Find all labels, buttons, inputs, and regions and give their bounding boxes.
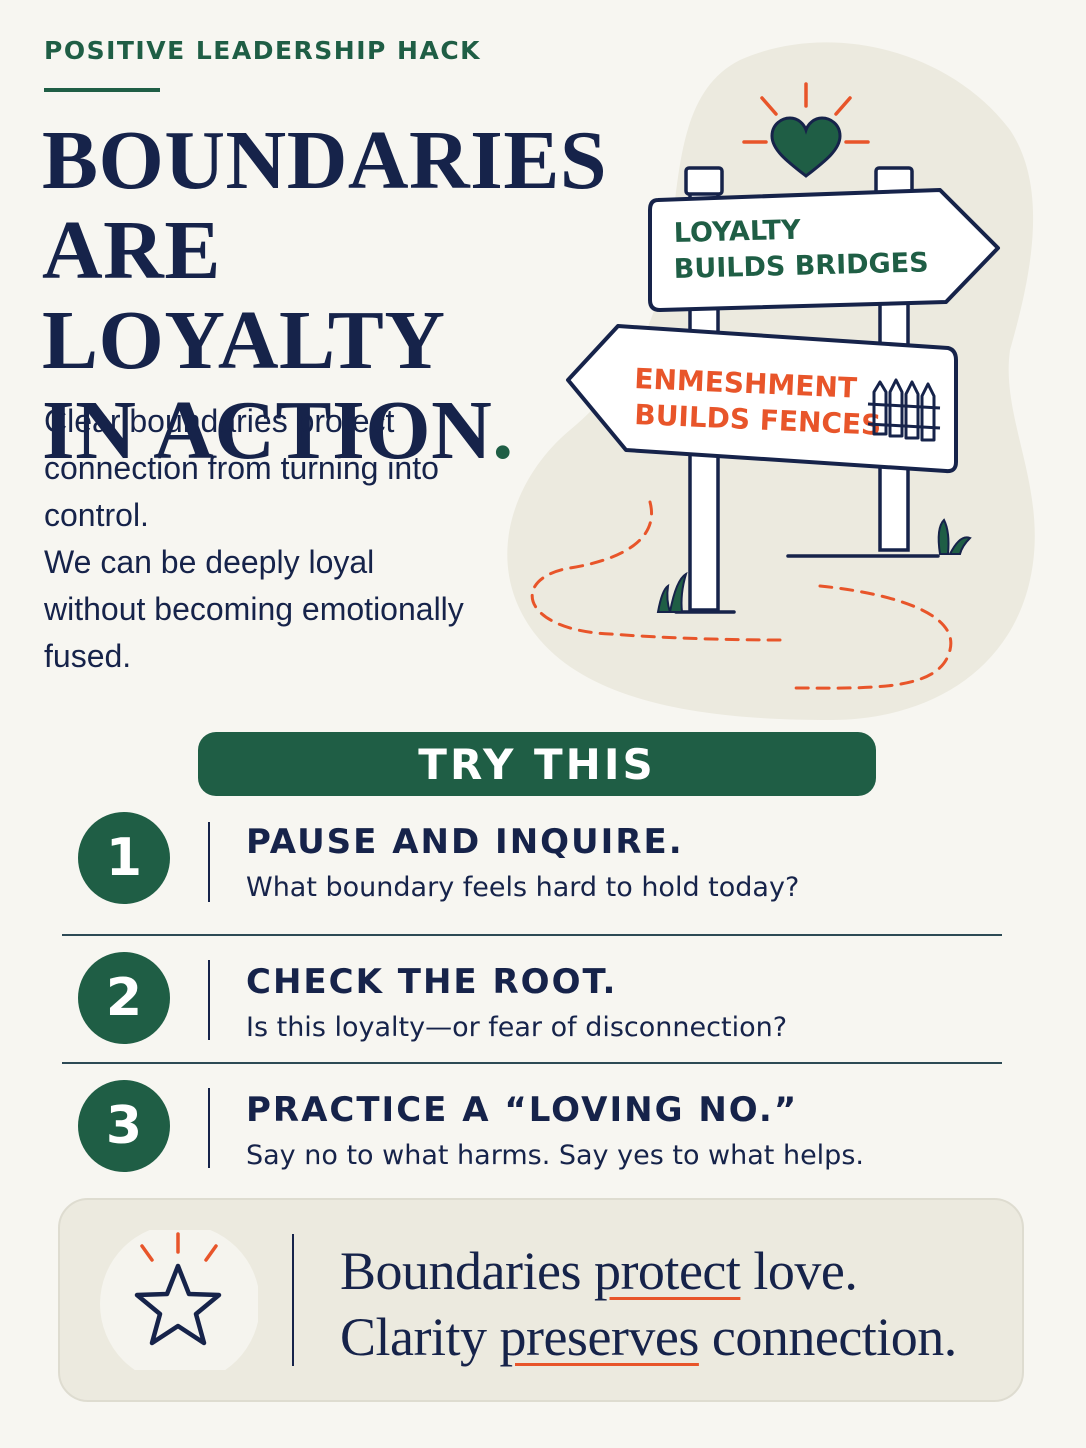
step-title: PAUSE AND INQUIRE. (246, 822, 684, 862)
quote-card: Boundaries protect love. Clarity preserv… (58, 1198, 1024, 1402)
star-icon (134, 1263, 222, 1346)
quote-line-1-end: love. (740, 1241, 858, 1301)
quote-line-2-end: connection. (698, 1307, 957, 1367)
step-divider (208, 960, 210, 1040)
step-title: CHECK THE ROOT. (246, 962, 618, 1002)
intro-line-2: We can be deeply loyal without becoming … (44, 544, 464, 674)
step-number-badge: 3 (78, 1080, 170, 1172)
step-number-badge: 2 (78, 952, 170, 1044)
quote-line-2: Clarity preserves connection. (340, 1304, 957, 1370)
quote-line-1-start: Boundaries (340, 1241, 594, 1301)
sign-enmeshment (566, 324, 958, 474)
eyebrow-rule (44, 88, 160, 92)
eyebrow-label: POSITIVE LEADERSHIP HACK (44, 36, 482, 65)
quote-highlight-preserves: preserves (499, 1307, 699, 1367)
step-description: Is this loyalty—or fear of disconnection… (246, 1012, 788, 1043)
step-number-badge: 1 (78, 812, 170, 904)
ground-lines (674, 554, 940, 614)
title-line-1: BOUNDARIES (42, 114, 608, 207)
star-badge-circle (100, 1230, 258, 1370)
sign-loyalty-line-1: LOYALTY (673, 215, 801, 249)
step-item: 3 PRACTICE A “LOVING NO.” Say no to what… (62, 1062, 1002, 1190)
title-line-2: ARE LOYALTY (42, 204, 446, 387)
quote-line-2-start: Clarity (340, 1307, 500, 1367)
step-divider (208, 822, 210, 902)
quote-line-1: Boundaries protect love. (340, 1238, 957, 1304)
star-badge (100, 1230, 258, 1370)
fence-icon (867, 378, 941, 442)
step-title: PRACTICE A “LOVING NO.” (246, 1090, 799, 1130)
quote-divider (292, 1234, 294, 1366)
page-title: BOUNDARIES ARE LOYALTY IN ACTION. (42, 116, 607, 477)
title-dot: . (492, 384, 514, 477)
steps-list: 1 PAUSE AND INQUIRE. What boundary feels… (62, 808, 1002, 1190)
sign-loyalty-line-2: BUILDS BRIDGES (673, 247, 929, 285)
heart-icon (770, 116, 842, 178)
title-line-3: IN ACTION (42, 384, 493, 477)
quote-highlight-protect: protect (593, 1241, 741, 1301)
post-cap-left (684, 166, 724, 196)
try-this-banner: TRY THIS (198, 732, 876, 796)
sign-loyalty (648, 188, 1000, 312)
signpost-illustration: LOYALTY BUILDS BRIDGES ENMESHMENT BUILDS… (507, 42, 1035, 720)
heart-rays (742, 82, 870, 144)
step-item: 2 CHECK THE ROOT. Is this loyalty—or fea… (62, 934, 1002, 1062)
star-rays (140, 1232, 218, 1262)
dashed-path (530, 500, 953, 690)
quote-text: Boundaries protect love. Clarity preserv… (340, 1238, 957, 1370)
step-item: 1 PAUSE AND INQUIRE. What boundary feels… (62, 808, 1002, 934)
grass-icon (656, 518, 972, 613)
step-description: Say no to what harms. Say yes to what he… (246, 1140, 864, 1171)
intro-line-1: Clear boundaries protect connection from… (44, 403, 439, 533)
intro-text: Clear boundaries protect connection from… (44, 398, 464, 680)
step-description: What boundary feels hard to hold today? (246, 872, 800, 903)
step-divider (208, 1088, 210, 1168)
